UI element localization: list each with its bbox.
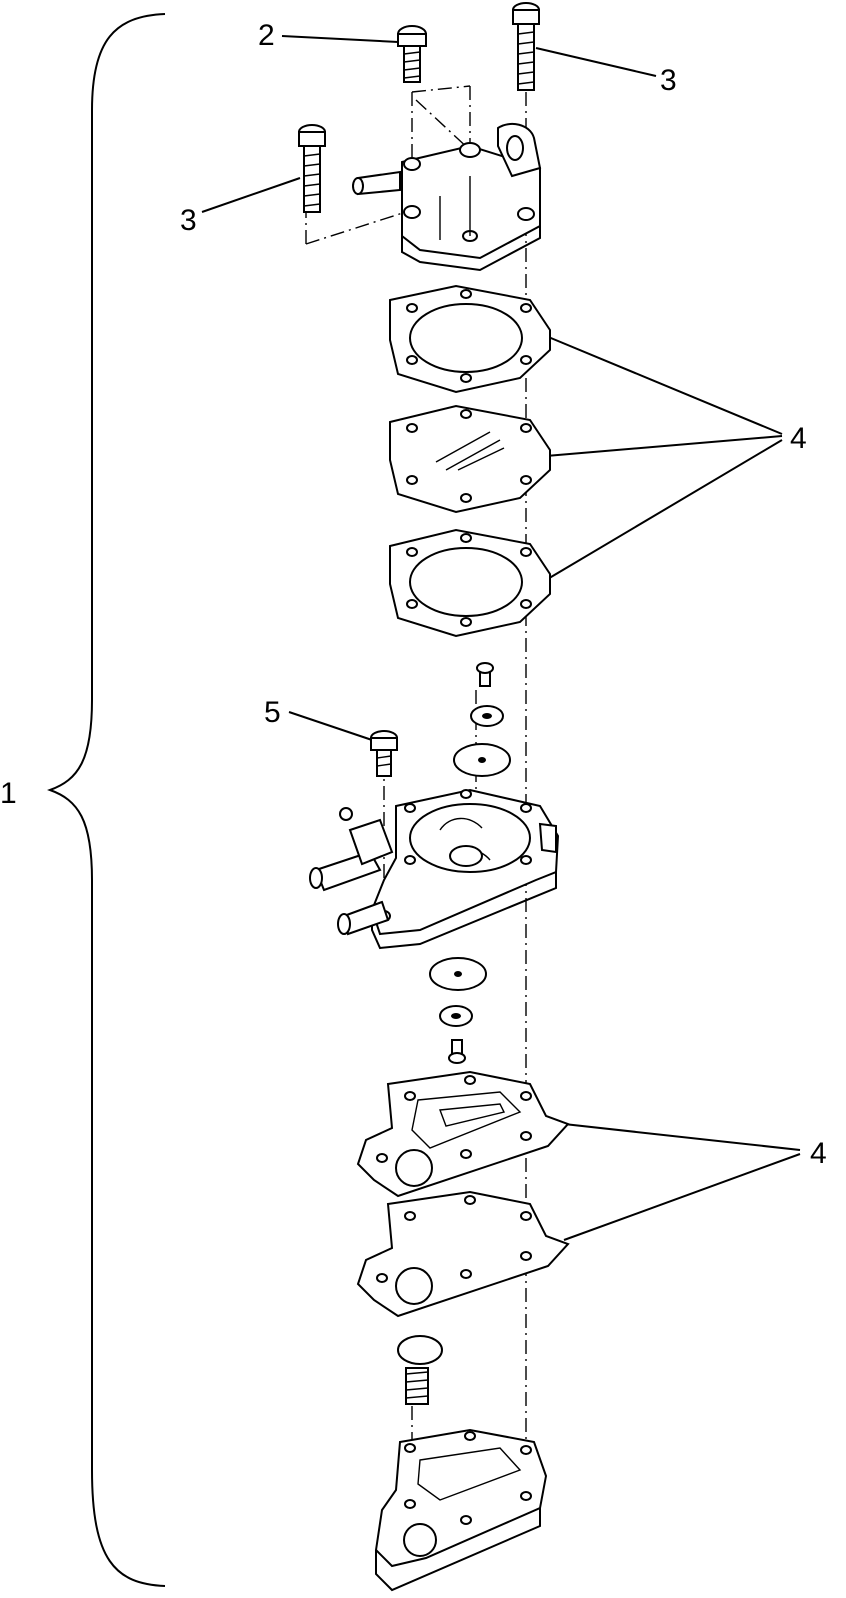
gasket-lower-b	[356, 1190, 570, 1318]
check-disc	[397, 1335, 443, 1365]
pump-main-body	[309, 788, 560, 950]
assembly-brace	[47, 13, 166, 1587]
screw-2	[397, 25, 427, 83]
callout-5: 5	[264, 696, 281, 729]
gasket-middle	[389, 528, 551, 638]
screw-5	[370, 730, 398, 777]
screw-3-left	[298, 124, 326, 213]
callout-3-left: 3	[180, 204, 197, 237]
pump-top-cover	[352, 122, 542, 272]
diaphragm-upper	[389, 404, 551, 514]
screw-3-top	[512, 2, 540, 91]
pump-bottom-plate	[374, 1428, 548, 1592]
valve-parts-upper	[453, 662, 511, 777]
callout-1: 1	[0, 777, 17, 810]
callout-2: 2	[258, 19, 275, 52]
valve-parts-lower	[429, 957, 487, 1064]
leader-lines	[201, 35, 801, 1241]
spring	[405, 1367, 429, 1405]
callout-4-upper: 4	[790, 422, 807, 455]
callout-3-top: 3	[660, 64, 677, 97]
gasket-upper	[389, 284, 551, 394]
gasket-lower-a	[356, 1070, 570, 1198]
callout-4-lower: 4	[810, 1137, 827, 1170]
